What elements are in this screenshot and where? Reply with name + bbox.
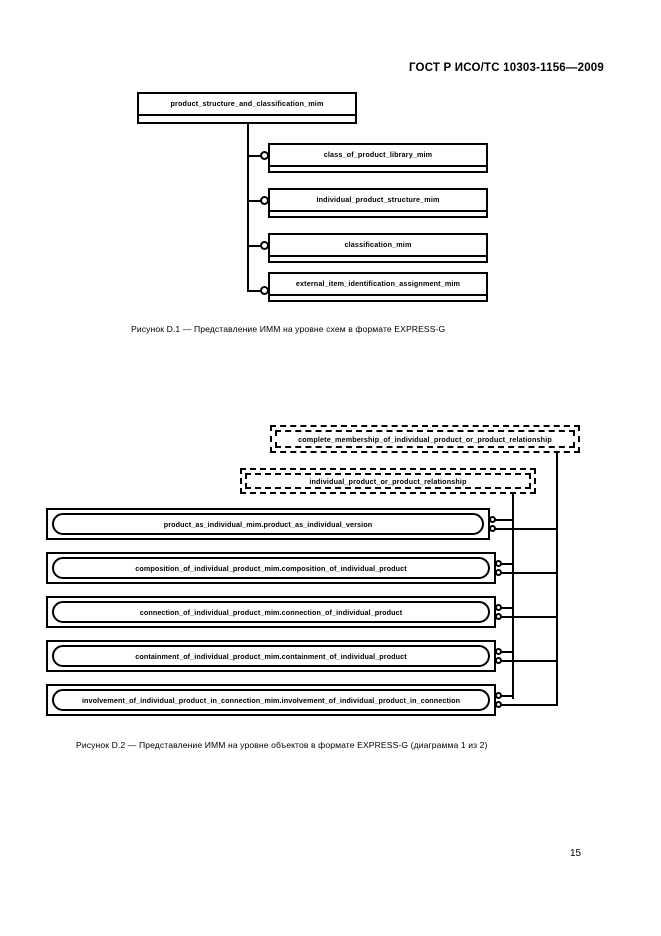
schema-box-child-4: external_item_identification_assignment_…: [268, 272, 488, 302]
figure-d2-caption: Рисунок D.2 — Представление ИММ на уровн…: [76, 740, 488, 750]
entity-node-3-link-outer: [501, 616, 558, 618]
d1-trunk-line: [247, 124, 249, 292]
schema-box-child-3: classification_mim: [268, 233, 488, 263]
schema-box-child-1-label: class_of_product_library_mim: [270, 145, 486, 167]
standard-header: ГОСТ Р ИСО/ТС 10303-1156—2009: [408, 62, 604, 74]
schema-box-root-label: product_structure_and_classification_mim: [139, 94, 355, 116]
d2-bus-line-outer: [556, 453, 558, 706]
entity-node-5-label: involvement_of_individual_product_in_con…: [52, 689, 490, 711]
entity-node-2-link-inner: [501, 563, 514, 565]
schema-box-root: product_structure_and_classification_mim: [137, 92, 357, 124]
page-number: 15: [570, 848, 582, 859]
dashed-node-2-label: individual_product_or_product_relationsh…: [245, 473, 531, 489]
entity-node-1-label: product_as_individual_mim.product_as_ind…: [52, 513, 484, 535]
entity-node-3-label: connection_of_individual_product_mim.con…: [52, 601, 490, 623]
entity-node-4: containment_of_individual_product_mim.co…: [46, 640, 496, 672]
d1-branch-line-2: [247, 200, 261, 202]
dashed-node-1: complete_membership_of_individual_produc…: [270, 425, 580, 453]
d1-branch-line-4: [247, 290, 261, 292]
schema-box-child-4-label: external_item_identification_assignment_…: [270, 274, 486, 296]
entity-node-4-link-outer: [501, 660, 558, 662]
dashed-node-2: individual_product_or_product_relationsh…: [240, 468, 536, 494]
entity-node-2: composition_of_individual_product_mim.co…: [46, 552, 496, 584]
entity-node-5: involvement_of_individual_product_in_con…: [46, 684, 496, 716]
entity-node-5-link-inner: [501, 695, 514, 697]
dashed-node-1-label: complete_membership_of_individual_produc…: [275, 430, 575, 448]
schema-box-child-2-label: individual_product_structure_mim: [270, 190, 486, 212]
figure-d1-diagram: product_structure_and_classification_mim…: [0, 0, 661, 320]
entity-node-2-link-outer: [501, 572, 558, 574]
entity-node-3: connection_of_individual_product_mim.con…: [46, 596, 496, 628]
schema-box-child-3-label: classification_mim: [270, 235, 486, 257]
schema-box-child-2: individual_product_structure_mim: [268, 188, 488, 218]
d1-branch-line-1: [247, 155, 261, 157]
entity-node-1-link-inner: [495, 519, 514, 521]
entity-node-1-link-outer: [495, 528, 558, 530]
figure-d1-caption: Рисунок D.1 — Представление ИММ на уровн…: [131, 324, 446, 334]
entity-node-1: product_as_individual_mim.product_as_ind…: [46, 508, 490, 540]
d1-branch-line-3: [247, 245, 261, 247]
entity-node-2-label: composition_of_individual_product_mim.co…: [52, 557, 490, 579]
entity-node-4-label: containment_of_individual_product_mim.co…: [52, 645, 490, 667]
entity-node-4-link-inner: [501, 651, 514, 653]
figure-d2-diagram: complete_membership_of_individual_produc…: [46, 425, 580, 716]
entity-node-5-link-outer: [501, 704, 558, 706]
schema-box-child-1: class_of_product_library_mim: [268, 143, 488, 173]
entity-node-3-link-inner: [501, 607, 514, 609]
d2-bus-line-inner: [512, 494, 514, 699]
